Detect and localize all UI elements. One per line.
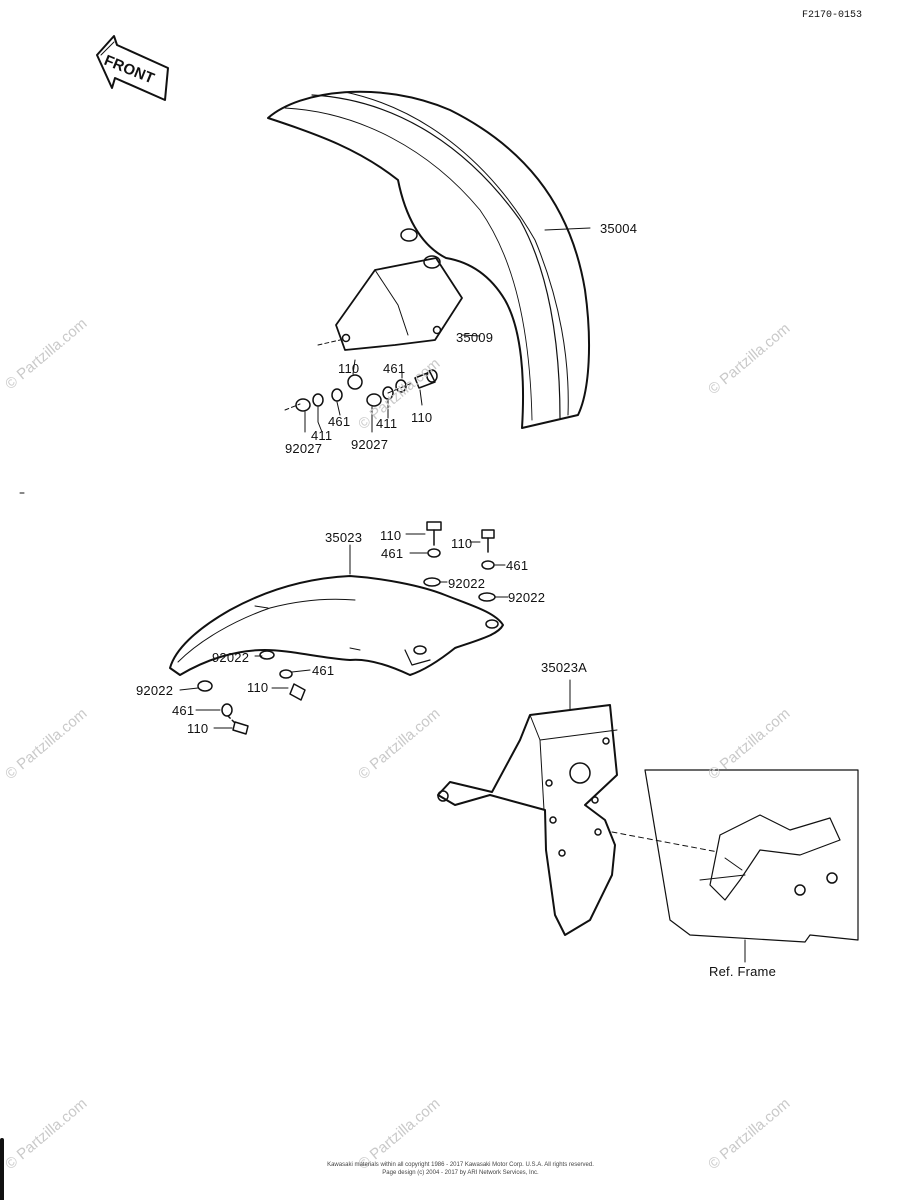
label-110-rear-top-right: 110 <box>451 536 473 551</box>
label-461-rear-top-left: 461 <box>381 546 404 561</box>
label-92027-left: 92027 <box>285 441 323 456</box>
label-35004: 35004 <box>600 221 638 236</box>
label-461-rear-mid: 461 <box>312 663 335 678</box>
front-arrow-icon <box>96 35 169 101</box>
label-ref-frame: Ref. Frame <box>709 964 777 979</box>
fender-bracket <box>335 257 463 351</box>
rear-hardware-top <box>405 521 509 602</box>
front-fender <box>267 90 590 429</box>
ref-frame-box <box>611 769 859 963</box>
rear-hardware-bottom <box>179 650 311 735</box>
label-110-rear-top-left: 110 <box>380 528 402 543</box>
label-110-rear-mid: 110 <box>247 680 269 695</box>
label-92022-rear-left: 92022 <box>136 683 174 698</box>
label-35009: 35009 <box>456 330 494 345</box>
label-92022-rear-top-left: 92022 <box>448 576 486 591</box>
label-92022-rear-mid: 92022 <box>212 650 250 665</box>
label-35023A: 35023A <box>541 660 588 675</box>
rear-fender <box>169 544 504 676</box>
label-411-front-left: 411 <box>311 428 333 443</box>
label-461-front-right: 461 <box>383 361 406 376</box>
front-hardware <box>284 227 591 433</box>
label-35023: 35023 <box>325 530 363 545</box>
footer-copyright: Kawasaki materials within all copyright … <box>327 1162 594 1168</box>
label-110-rear-left: 110 <box>187 721 209 736</box>
label-110-front-upper: 110 <box>338 361 360 376</box>
rear-fender-flap <box>437 679 618 936</box>
label-461-front-left: 461 <box>328 414 351 429</box>
diagram-code: F2170-0153 <box>802 10 863 21</box>
label-411-front-right: 411 <box>376 416 398 431</box>
footer-design: Page design (c) 2004 - 2017 by ARI Netwo… <box>382 1170 539 1176</box>
label-461-rear-top-right: 461 <box>506 558 529 573</box>
label-110-front-right: 110 <box>411 410 433 425</box>
label-92022-rear-top-right: 92022 <box>508 590 546 605</box>
label-92027-right: 92027 <box>351 437 389 452</box>
label-461-rear-left: 461 <box>172 703 195 718</box>
